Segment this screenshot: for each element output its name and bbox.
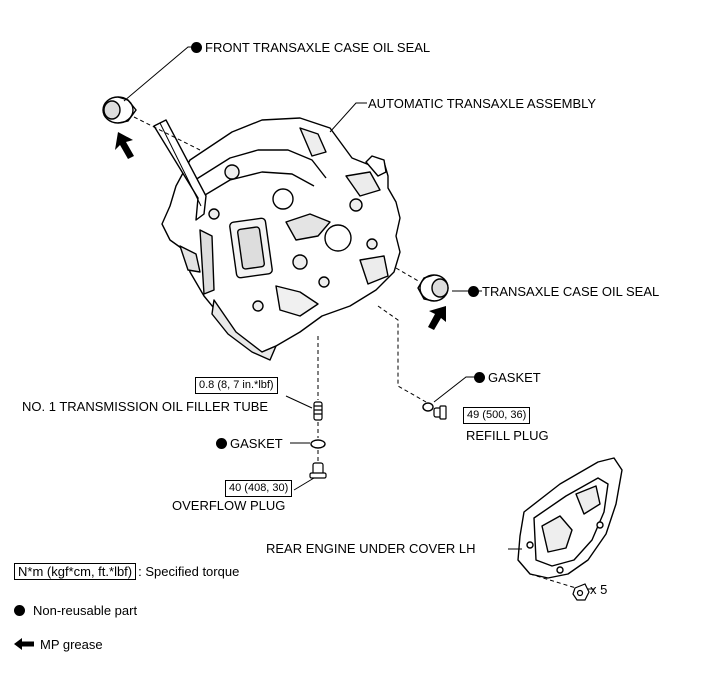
- transaxle-case-oil-seal-drawing: [417, 274, 449, 302]
- label-front-transaxle-case-oil-seal: FRONT TRANSAXLE CASE OIL SEAL: [191, 40, 430, 55]
- label-gasket-refill: GASKET: [474, 370, 541, 385]
- torque-filler-tube: 0.8 (8, 7 in.*lbf): [195, 377, 278, 394]
- label-gasket-overflow: GASKET: [216, 436, 283, 451]
- non-reusable-dot-icon: [474, 372, 485, 383]
- label-overflow-plug: OVERFLOW PLUG: [172, 498, 286, 513]
- torque-overflow-plug: 40 (408, 30): [225, 480, 293, 497]
- cover-bolt-drawing: [572, 583, 590, 601]
- leader-lines: [123, 46, 594, 590]
- filler-tube-bolt-drawing: [313, 401, 323, 421]
- label-rear-engine-under-cover-lh: REAR ENGINE UNDER COVER LH: [266, 541, 476, 556]
- overflow-plug-drawing: [309, 462, 327, 479]
- non-reusable-dot-icon: [191, 42, 202, 53]
- grease-arrow-front-seal-icon: [115, 132, 134, 159]
- non-reusable-dot-icon: [468, 286, 479, 297]
- label-no1-transmission-oil-filler-tube: NO. 1 TRANSMISSION OIL FILLER TUBE: [22, 399, 269, 414]
- legend-torque-box: N*m (kgf*cm, ft.*lbf): [14, 563, 137, 580]
- label-refill-plug: REFILL PLUG: [466, 428, 549, 443]
- refill-plug-drawing: [433, 405, 447, 420]
- grease-arrow-case-seal-icon: [428, 306, 446, 330]
- front-transaxle-case-oil-seal-drawing: [102, 96, 137, 124]
- non-reusable-dot-icon: [14, 605, 25, 616]
- label-bolt-quantity: x 5: [590, 582, 608, 597]
- non-reusable-dot-icon: [216, 438, 227, 449]
- gasket-refill-drawing: [422, 402, 434, 412]
- label-transaxle-case-oil-seal: TRANSAXLE CASE OIL SEAL: [468, 284, 659, 299]
- label-automatic-transaxle-assembly: AUTOMATIC TRANSAXLE ASSEMBLY: [368, 96, 597, 111]
- legend-specified-torque: N*m (kgf*cm, ft.*lbf): Specified torque: [14, 563, 239, 580]
- transaxle-assembly-drawing: [153, 117, 401, 361]
- torque-refill-plug: 49 (500, 36): [463, 407, 531, 424]
- legend-mp-grease: MP grease: [14, 637, 103, 653]
- rear-engine-under-cover-drawing: [517, 457, 623, 579]
- grease-arrow-icon: [14, 638, 34, 650]
- gasket-overflow-drawing: [310, 439, 326, 449]
- dashed-install-lines: [133, 116, 577, 589]
- legend-non-reusable-part: Non-reusable part: [14, 603, 137, 619]
